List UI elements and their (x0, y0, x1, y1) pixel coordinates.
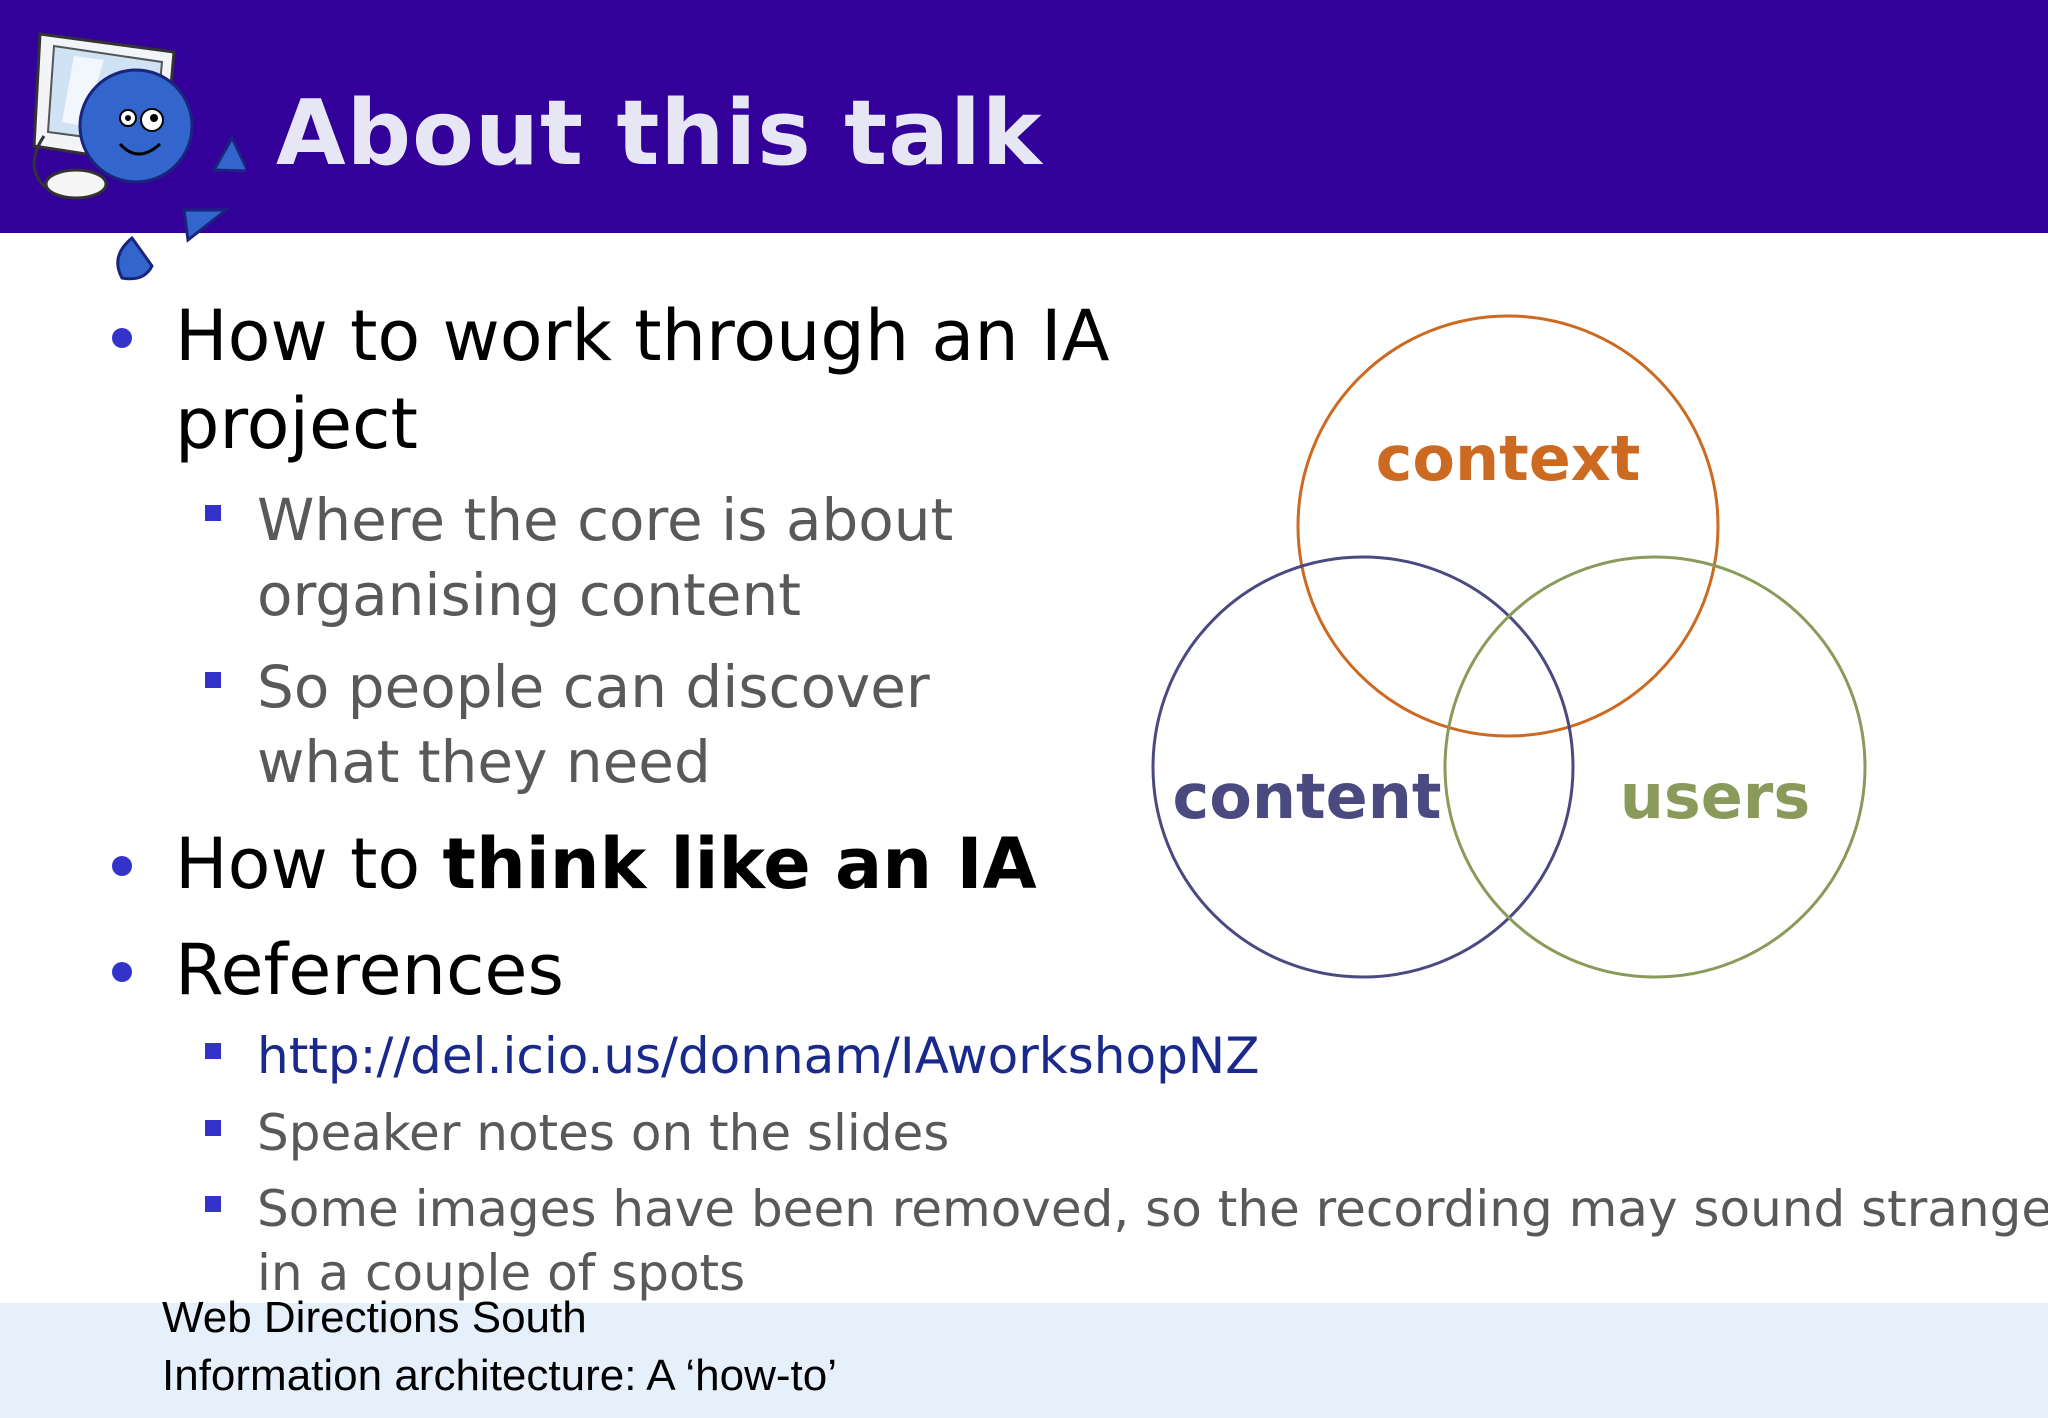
sub-bullet-text: in a couple of spots (257, 1244, 746, 1302)
venn-circle-users (1443, 555, 1867, 979)
bullet-square (205, 1196, 221, 1212)
slide-footer: Web Directions South Information archite… (0, 1293, 2048, 1418)
bullet-square (205, 1120, 221, 1136)
computer-mascot-icon (32, 32, 246, 281)
slide-header (0, 0, 2048, 233)
bullet-dot (112, 962, 132, 982)
bullet-text: How to work through an IA (175, 295, 1110, 377)
venn-diagram: context content users (1151, 314, 1867, 979)
bullet-text-bold: think like an IA (442, 823, 1037, 905)
venn-circle-context (1296, 314, 1720, 738)
slide-title: About this talk (276, 81, 1043, 186)
venn-circle-content (1151, 555, 1575, 979)
bullet-text: How to think like an IA (175, 820, 1037, 908)
sub-bullet-text: So people can discover (257, 653, 930, 721)
footer-event: Web Directions South (162, 1293, 587, 1342)
footer-talk-title: Information architecture: A ‘how-to’ (162, 1351, 837, 1400)
bullet-square (205, 1043, 221, 1059)
sub-bullet-text: Some images have been removed, so the re… (257, 1180, 2048, 1238)
sub-bullet-text: what they need (257, 728, 711, 796)
venn-label-users: users (1620, 760, 1811, 833)
bullet-text-plain: How to (175, 823, 443, 905)
bullet-dot (112, 328, 132, 348)
venn-label-content: content (1173, 760, 1442, 833)
bullet-text: References (175, 929, 564, 1011)
bullet-square (205, 505, 221, 521)
bullet-text: project (175, 383, 418, 465)
venn-label-context: context (1376, 422, 1641, 495)
bullet-dot (112, 856, 132, 876)
references-link[interactable]: http://del.icio.us/donnam/IAworkshopNZ (257, 1027, 1260, 1085)
bullet-square (205, 672, 221, 688)
sub-bullet-text: Speaker notes on the slides (257, 1104, 950, 1162)
sub-bullet-text: organising content (257, 561, 801, 629)
sub-bullet-text: Where the core is about (257, 486, 954, 554)
